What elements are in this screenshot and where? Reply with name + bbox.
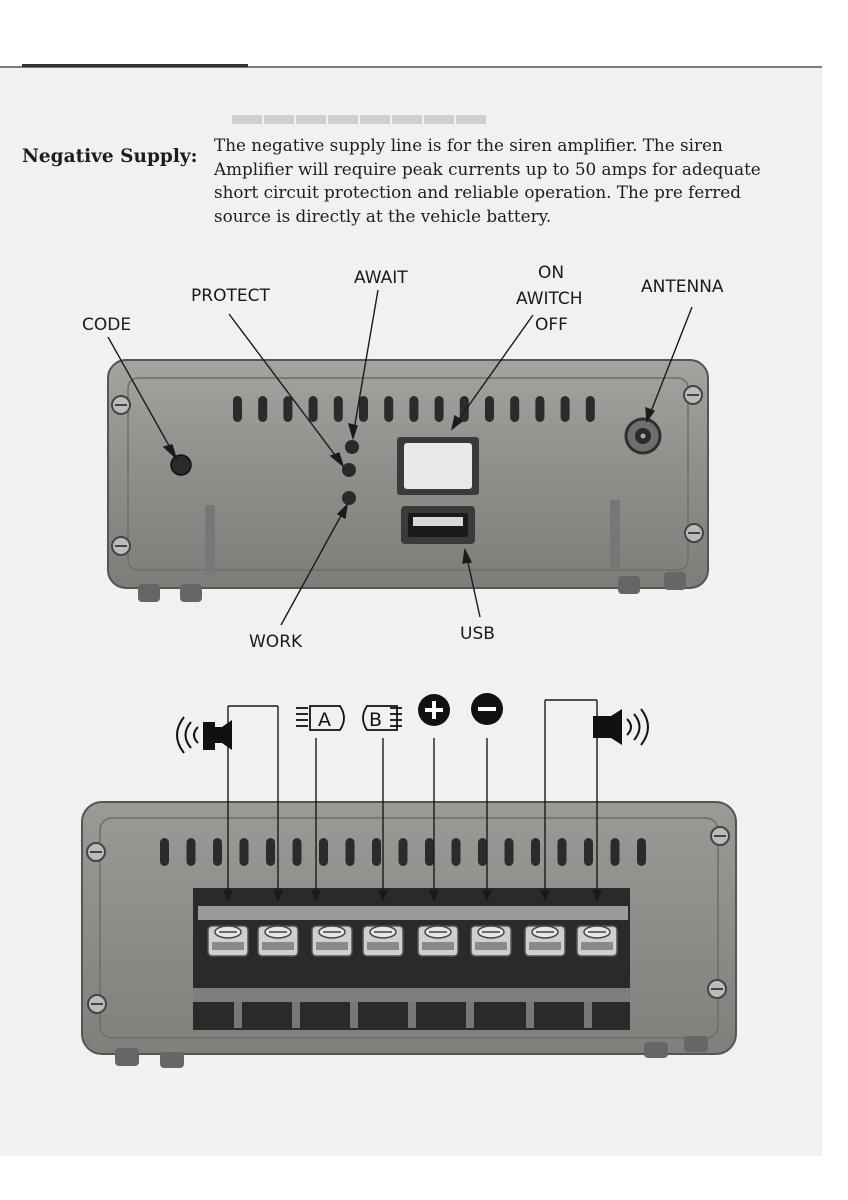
antenna-label: ANTENNA (641, 277, 724, 297)
vent-slot (531, 838, 540, 866)
terminal-screw[interactable] (524, 925, 566, 957)
vent-slot (560, 396, 570, 422)
vent-slot (459, 396, 469, 422)
vent-slot (283, 396, 293, 422)
terminal-screw[interactable] (576, 925, 618, 957)
vent-slot (372, 838, 381, 866)
terminal-pin (234, 1002, 242, 1028)
vent-slot (637, 838, 646, 866)
vent-slot (359, 396, 368, 422)
code-label: CODE (82, 315, 132, 335)
rear-callout-arrowheads (223, 890, 602, 902)
front-callout-lines (107, 289, 693, 626)
vent-slot (504, 838, 514, 866)
minus-circle-icon (471, 693, 503, 725)
vent-slot (160, 838, 169, 866)
vent-slot (258, 396, 268, 422)
screw-icon (86, 826, 730, 1014)
vent-slot (213, 838, 222, 866)
vent-slot (409, 396, 419, 422)
protect-led (342, 463, 356, 477)
speaker-right-icon (593, 708, 649, 746)
terminal-pins (234, 1002, 592, 1028)
terminal-pin (526, 1002, 534, 1028)
vent-slot (451, 838, 461, 866)
work-label: WORK (249, 632, 303, 652)
vent-slot (478, 838, 487, 866)
vent-slot (319, 838, 328, 866)
vent-slot (345, 838, 355, 866)
await-label: AWAIT (354, 268, 408, 288)
supply-line: short circuit protection and reliable op… (214, 182, 741, 202)
terminal-pin (466, 1002, 474, 1028)
screw-icon (111, 385, 704, 556)
front-vent-slots (233, 396, 595, 422)
input-b-letter: B (369, 709, 382, 731)
vent-slot (610, 838, 620, 866)
antenna-connector[interactable] (624, 417, 662, 455)
vent-slot (398, 838, 408, 866)
speaker-left-icon (176, 716, 232, 754)
terminal-screw[interactable] (362, 925, 404, 957)
supply-line: source is directly at the vehicle batter… (214, 205, 552, 226)
header-rule (22, 64, 248, 67)
work-led (342, 491, 356, 505)
terminal-screw[interactable] (311, 925, 353, 957)
vent-slot (434, 396, 444, 422)
negative-supply-label: Negative Supply: (22, 146, 198, 167)
negative-supply-description: The negative supply line is for the sire… (214, 134, 761, 228)
terminal-screw[interactable] (417, 925, 459, 957)
terminal-pin (292, 1002, 300, 1028)
terminal-pin (408, 1002, 416, 1028)
input-a-letter: A (318, 709, 331, 731)
vent-slot (485, 396, 494, 422)
vent-slot (292, 838, 302, 866)
vent-slot (233, 396, 242, 422)
vent-slot (266, 838, 275, 866)
rear-vent-slots (160, 838, 646, 866)
await-led (345, 440, 359, 454)
vent-slot (510, 396, 520, 422)
terminal-pin (350, 1002, 358, 1028)
protect-label: PROTECT (191, 286, 270, 306)
plus-circle-icon (418, 694, 450, 726)
vent-slot (384, 396, 394, 422)
vent-slot (333, 396, 343, 422)
vent-slot (584, 838, 593, 866)
vent-slot (425, 838, 434, 866)
vent-slot (585, 396, 595, 422)
terminal-screws (207, 925, 618, 957)
switch-on-label: ON (538, 263, 565, 283)
supply-line: The negative supply line is for the sire… (214, 135, 723, 155)
vent-slot (535, 396, 545, 422)
vent-slot (308, 396, 318, 422)
vent-slot (186, 838, 196, 866)
usb-port[interactable] (401, 506, 475, 544)
supply-line: Amplifier will require peak currents up … (214, 158, 761, 179)
vent-slot (239, 838, 249, 866)
vent-slot (557, 838, 567, 866)
code-jack[interactable] (170, 454, 192, 476)
input-a-icon: A (296, 705, 345, 731)
switch-label: AWITCH (516, 289, 583, 309)
terminal-screw[interactable] (257, 925, 299, 957)
terminal-pin (584, 1002, 592, 1028)
usb-label: USB (460, 624, 495, 644)
input-b-icon: B (362, 705, 402, 731)
switch-off-label: OFF (535, 315, 568, 335)
terminal-screw[interactable] (207, 925, 249, 957)
power-switch[interactable] (397, 437, 479, 495)
terminal-screw[interactable] (470, 925, 512, 957)
